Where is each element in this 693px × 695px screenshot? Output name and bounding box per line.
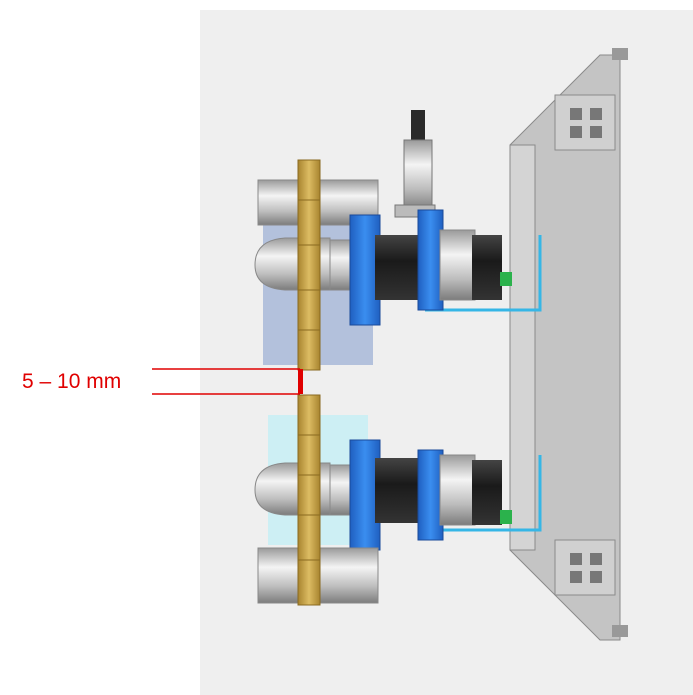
- lower-drive-unit: [254, 394, 512, 606]
- upper-drive-unit: [254, 159, 512, 371]
- proximity-sensor: [394, 110, 436, 218]
- gap-measurement-label: 5 – 10 mm: [22, 370, 122, 393]
- cable-lines: [425, 235, 542, 532]
- gap-annotation: [152, 368, 303, 395]
- frame-bracket: [509, 48, 628, 641]
